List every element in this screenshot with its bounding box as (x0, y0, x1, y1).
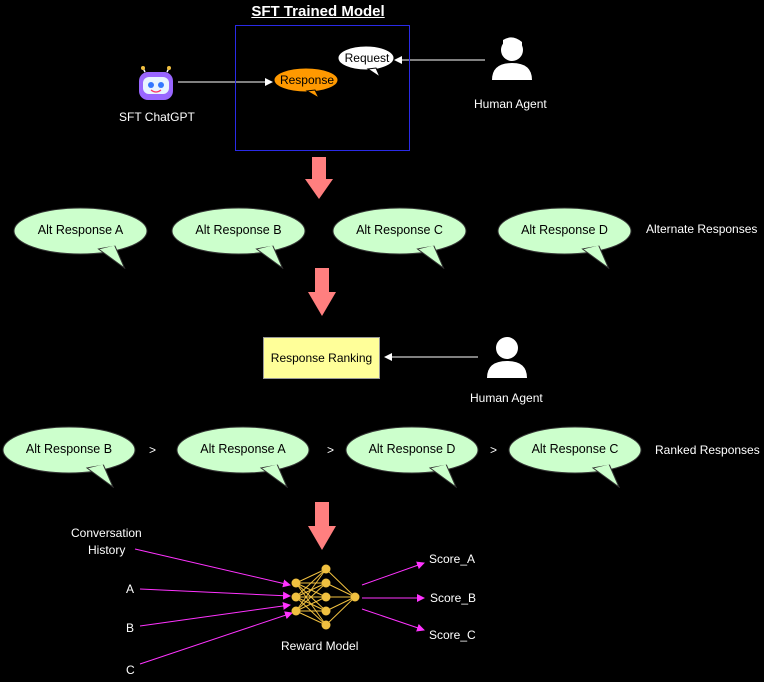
human-agent-icon-top (492, 37, 532, 80)
network-node (321, 592, 331, 602)
network-edge (295, 582, 327, 612)
alternate-responses-caption: Alternate Responses (646, 222, 758, 236)
alternate-response-label-3: Alt Response C (356, 223, 443, 237)
sft-chatgpt-robot-icon (139, 66, 173, 100)
ranked-responses-caption: Ranked Responses (655, 443, 760, 457)
network-node (291, 592, 301, 602)
ranked-response-bubble-2: Alt Response A (176, 426, 310, 489)
reward-model-nodes (291, 564, 360, 630)
wire-score-c (361, 608, 425, 632)
sft-chatgpt-label: SFT ChatGPT (119, 110, 195, 124)
network-edge (295, 568, 327, 612)
ranked-response-bubble-4: Alt Response C (508, 426, 642, 489)
ranked-separator-1: > (149, 443, 157, 457)
wire-c (139, 611, 293, 665)
network-edge (295, 568, 327, 584)
network-node (321, 606, 331, 616)
down-arrow-2 (308, 268, 336, 316)
human-agent-icon-ranking (487, 337, 527, 378)
network-node (291, 606, 301, 616)
ranked-response-label-3: Alt Response D (368, 442, 456, 456)
wire-score-a (361, 561, 425, 586)
input-b-label: B (126, 621, 135, 635)
conversation-history-label-2: History (88, 543, 126, 557)
score-c-label: Score_C (429, 628, 476, 642)
wire-a (139, 588, 291, 600)
score-b-label: Score_B (430, 591, 477, 605)
network-edge (325, 596, 356, 612)
ranked-response-bubble-1: Alt Response B (2, 426, 136, 489)
network-node (291, 578, 301, 588)
alternate-response-label-1: Alt Response A (37, 223, 124, 237)
wire-history (134, 548, 291, 588)
alternate-response-bubble-3: Alt Response C (332, 207, 467, 270)
down-arrow-1 (305, 157, 333, 199)
diagram-title: SFT Trained Model (251, 3, 385, 20)
alternate-response-label-4: Alt Response D (521, 223, 608, 237)
alternate-response-label-2: Alt Response B (195, 223, 282, 237)
reward-model-network-icon (295, 568, 356, 626)
alternate-response-bubble-2: Alt Response B (171, 207, 306, 270)
ranked-separator-2: > (327, 443, 335, 457)
network-edge (325, 568, 356, 598)
response-bubble: Response (273, 66, 341, 100)
human-agent-label-top: Human Agent (474, 97, 547, 111)
ranked-response-bubble-3: Alt Response D (345, 426, 479, 489)
conversation-history-label-1: Conversation (71, 526, 142, 540)
network-node (321, 578, 331, 588)
down-arrow-3 (308, 502, 336, 550)
wire-b (139, 602, 291, 627)
alternate-response-bubble-1: Alt Response A (13, 207, 148, 270)
score-a-label: Score_A (429, 552, 476, 566)
input-a-label: A (126, 582, 135, 596)
network-edge (295, 610, 327, 626)
ranked-response-label-1: Alt Response B (25, 442, 113, 456)
network-node (321, 620, 331, 630)
network-edge (325, 582, 356, 598)
request-bubble: Request (336, 44, 398, 79)
network-node (321, 564, 331, 574)
network-edge (325, 596, 356, 626)
sft-trained-model-box (235, 25, 410, 151)
reward-model-label: Reward Model (281, 639, 359, 653)
ranked-response-label-2: Alt Response A (200, 442, 286, 456)
network-edge (295, 568, 327, 598)
response-ranking-box: Response Ranking (263, 337, 380, 379)
network-edge (295, 596, 327, 612)
human-agent-label-ranking: Human Agent (470, 391, 543, 405)
ranked-separator-3: > (490, 443, 498, 457)
alternate-response-bubble-4: Alt Response D (497, 207, 632, 270)
network-node (350, 592, 360, 602)
input-c-label: C (126, 663, 135, 677)
ranked-response-label-4: Alt Response C (531, 442, 619, 456)
